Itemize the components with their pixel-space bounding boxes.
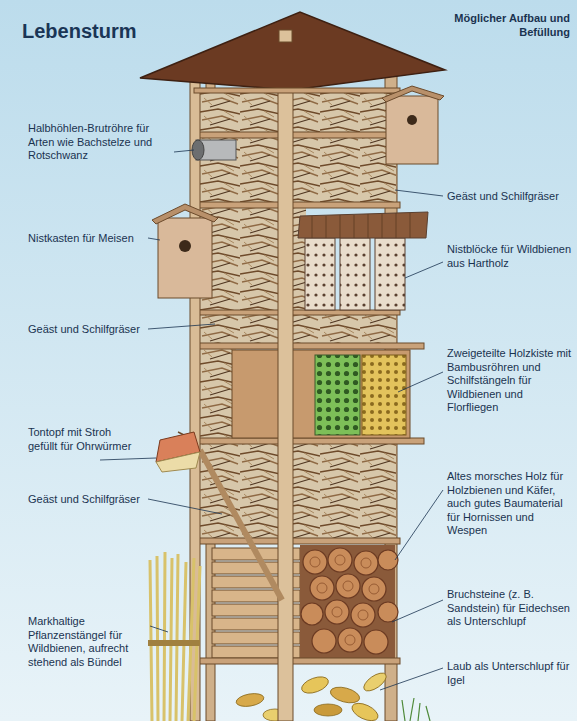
illustration-part [194,310,400,315]
illustration-part [345,635,355,645]
illustration-part [179,240,191,252]
illustration-part [317,583,327,593]
illustration-part [148,640,200,646]
illustration-part [235,692,265,709]
illustration-part [235,670,389,721]
illustration-part [196,138,396,205]
illustration-part [332,607,342,617]
callout-label: Nistkasten für Meisen [28,232,146,246]
illustration-part [310,557,320,567]
illustration-part [148,238,160,240]
callout-label: Geäst und Schilfgräser [28,493,146,507]
illustration-part [100,150,443,690]
illustration-part [349,700,380,721]
illustration-part [158,218,212,298]
illustration-part [395,490,443,560]
callout-label: Halbhöhlen-Brutröhre für Arten wie Bachs… [28,122,170,163]
illustration-part [386,96,438,164]
callout-label: Bruchsteine (z. B. Sandstein) für Eidech… [447,588,572,629]
illustration-part [392,600,443,622]
illustration-part [407,115,417,125]
illustration-part [174,150,194,152]
illustration-part [194,88,400,93]
illustration-part [312,213,410,238]
illustration-part [194,202,400,208]
illustration-part [310,576,334,600]
illustration-part [369,584,379,594]
callout-label: Altes morsches Holz für Holzbienen und K… [447,470,572,538]
illustration-part [194,132,424,664]
illustration-part [325,600,349,624]
callout-label: Geäst und Schilfgräser [28,323,146,337]
illustration-part [196,348,236,440]
illustration-part [362,577,386,601]
illustration-part [150,552,200,721]
illustration-part [380,668,443,690]
illustration-part [358,610,368,620]
illustration-part [305,238,335,310]
illustration-part [301,548,398,654]
illustration-part [354,551,378,575]
illustration-part [148,324,215,329]
illustration-part [343,581,353,591]
illustration-part [194,438,424,444]
illustration-part [303,550,327,574]
illustration-part [194,132,400,138]
illustration-part [194,538,400,544]
callout-label: Zweigeteilte Holzkiste mit Bambusröhren … [447,347,572,415]
illustration-part [328,548,352,572]
illustration-part [361,670,389,695]
callout-label: Markhaltige Pflanzenstängel für Wildbien… [28,615,146,669]
illustration-part [336,574,360,598]
illustration-part [196,92,396,135]
illustration-part [301,603,323,625]
illustration-part [298,212,428,238]
illustration-part [375,238,405,310]
illustration-part [150,552,200,721]
illustration-part [364,630,388,654]
illustration-part [200,450,282,600]
subtitle-label: Möglicher Aufbau und Befüllung [425,12,570,39]
illustration-part [361,558,371,568]
illustration-part [382,86,444,102]
illustration-part [378,602,398,622]
illustration-part [299,674,330,697]
illustration-part [298,212,428,310]
illustration-part [279,30,292,42]
callout-label: Nistblöcke für Wildbienen aus Hartholz [447,243,572,270]
illustration-part [314,704,342,716]
illustration-part [310,555,379,645]
callout-label: Geäst und Schilfgräser [447,190,572,204]
illustration-part [402,698,430,721]
illustration-part [148,499,222,514]
illustration-part [196,313,396,345]
illustration-part [194,658,400,664]
illustration-part [278,34,293,721]
illustration-part [194,343,424,349]
illustration-part [398,372,443,392]
illustration-part [312,629,336,653]
illustration-part [395,190,443,196]
illustration-part [402,698,430,721]
illustration-part [315,355,360,435]
illustration-part [329,684,362,705]
illustration-part [152,204,218,224]
illustration-part [340,238,370,310]
illustration-part [150,626,168,632]
illustration-part [351,603,375,627]
illustration-part [100,458,156,460]
callout-label: Tontopf mit Stroh gefüllt für Ohrwürmer [28,426,138,453]
illustration-part [405,262,443,278]
illustration-part [362,355,406,435]
illustration-part [312,213,410,238]
callout-label: Laub als Unterschlupf für Igel [447,660,572,687]
illustration-part [232,350,410,438]
diagram-title: Lebensturm [22,20,136,43]
illustration-part [156,452,200,472]
illustration-part [335,555,345,565]
illustration-part [140,12,445,90]
illustration-part [338,628,362,652]
